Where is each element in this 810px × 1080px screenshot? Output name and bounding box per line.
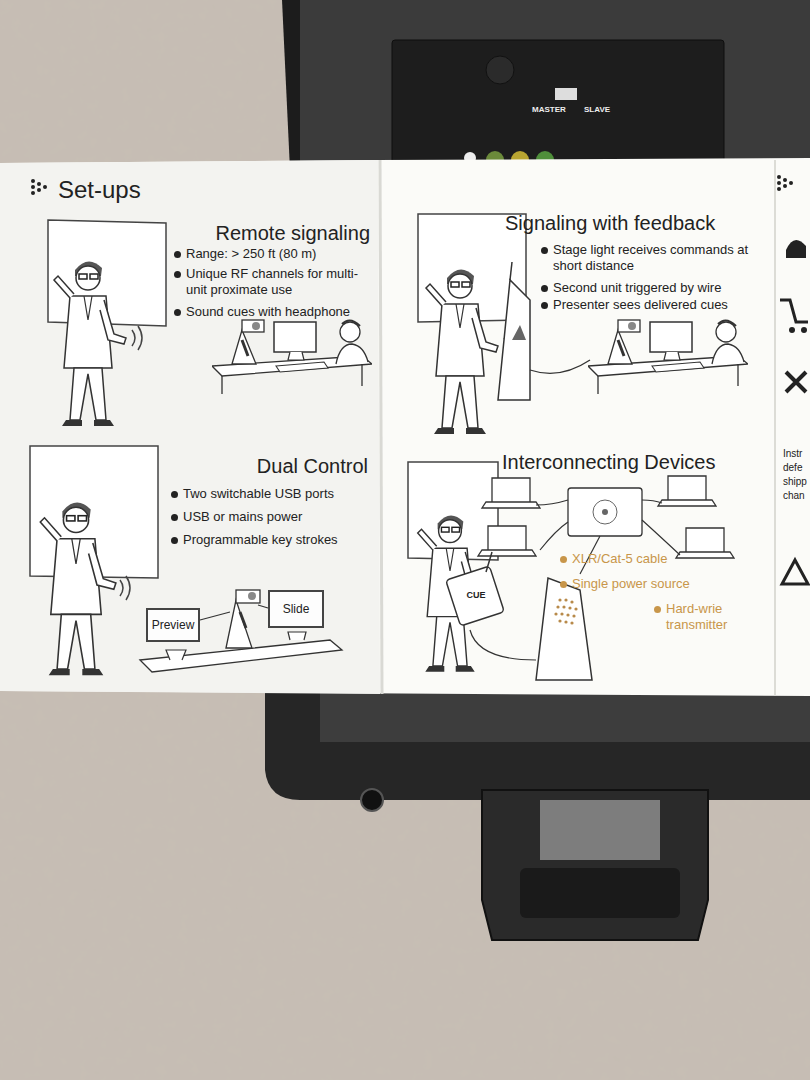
- feature-bullet: USB or mains power: [183, 509, 373, 525]
- switch-label: SLAVE: [584, 105, 610, 115]
- switch-label: MASTER: [532, 105, 566, 115]
- feature-bullet: Two switchable USB ports: [183, 486, 373, 502]
- cut-off-text: shipp: [783, 476, 807, 488]
- bullet-dot: [560, 556, 567, 563]
- callout-label: Hard-wrie transmitter: [666, 601, 756, 632]
- callout-label: Single power source: [572, 576, 732, 592]
- feature-bullet: Stage light receives commands at short d…: [553, 242, 753, 273]
- bullet-dot: [174, 251, 181, 258]
- feature-bullet: Sound cues with headphone: [186, 304, 374, 320]
- section-heading: Interconnecting Devices: [502, 450, 764, 474]
- cut-off-text: defe: [783, 462, 802, 474]
- bullet-dot: [541, 247, 548, 254]
- bullet-dot: [171, 491, 178, 498]
- callout-label: XLR/Cat-5 cable: [572, 551, 732, 567]
- device-label: CUE: [462, 590, 490, 601]
- feature-bullet: Second unit triggered by wire: [553, 280, 768, 296]
- section-heading: Dual Control: [150, 454, 368, 478]
- page-title: Set-ups: [58, 176, 141, 205]
- bullet-dot: [171, 537, 178, 544]
- feature-bullet: Range: > 250 ft (80 m): [186, 246, 374, 262]
- bullet-dot: [171, 514, 178, 521]
- bullet-dot: [654, 606, 661, 613]
- feature-bullet: Programmable key strokes: [183, 532, 373, 548]
- bullet-dot: [560, 581, 567, 588]
- monitor-label: Preview: [152, 618, 195, 632]
- feature-bullet: Presenter sees delivered cues: [553, 297, 768, 313]
- bullet-dot: [541, 285, 548, 292]
- cut-off-text: Instr: [783, 448, 802, 460]
- bullet-dot: [174, 309, 181, 316]
- monitor-screen: Slide: [268, 590, 324, 628]
- section-heading: Remote signaling: [150, 221, 370, 245]
- section-heading: Signaling with feedback: [505, 211, 767, 235]
- feature-bullet: Unique RF channels for multi-unit proxim…: [186, 266, 366, 297]
- bullet-dot: [174, 271, 181, 278]
- monitor-screen: Preview: [146, 608, 200, 642]
- cut-off-text: chan: [783, 490, 805, 502]
- bullet-dot: [541, 302, 548, 309]
- monitor-label: Slide: [283, 602, 310, 616]
